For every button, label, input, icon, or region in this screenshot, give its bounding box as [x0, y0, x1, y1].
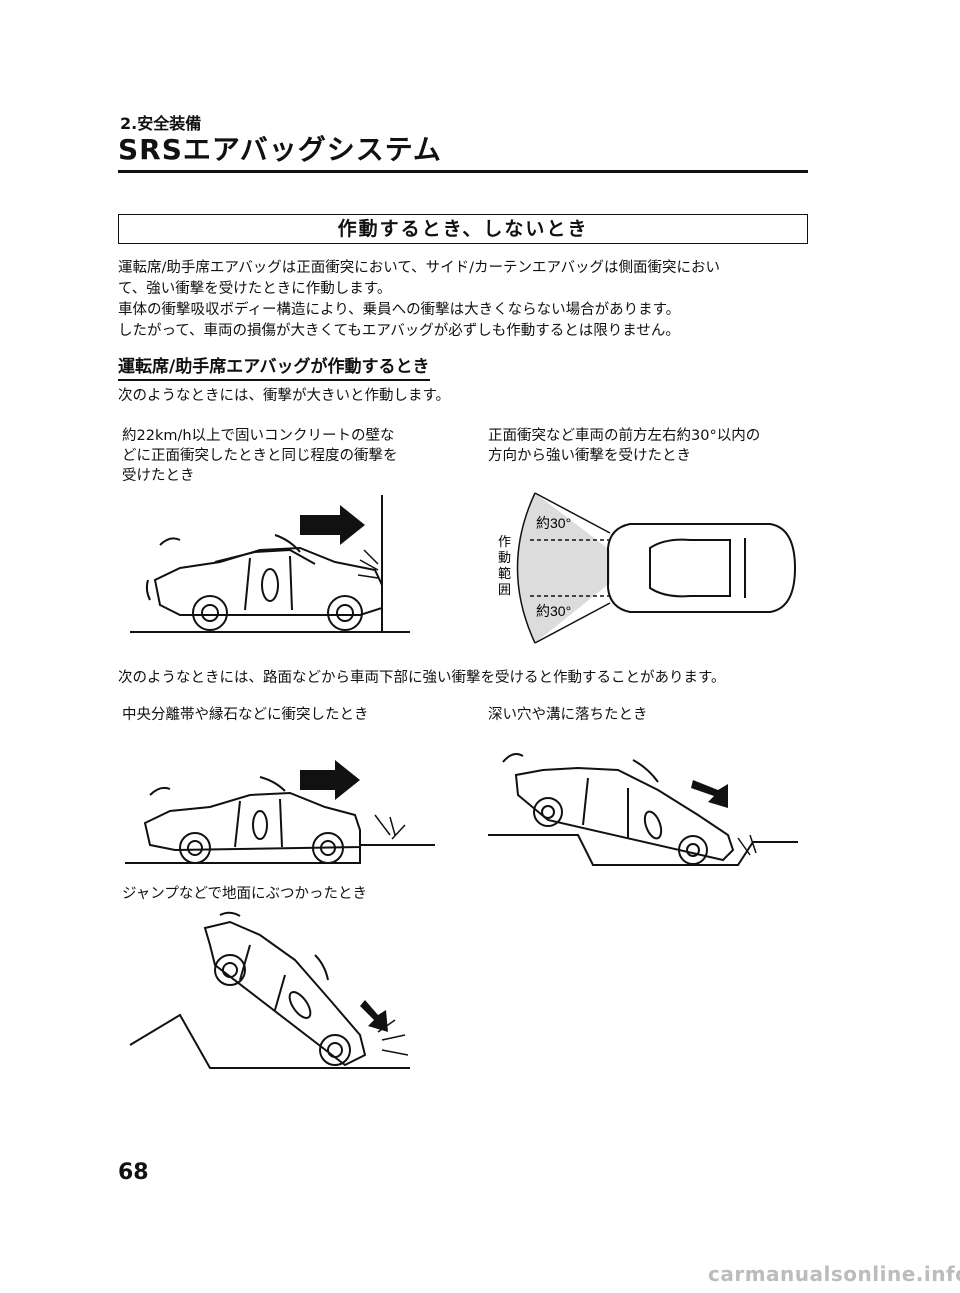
caption-line: 正面衝突など車両の前方左右約30°以内の — [488, 428, 761, 444]
case-median-caption: 中央分離帯や縁石などに衝突したとき — [122, 707, 369, 723]
range-label-char: 囲 — [498, 583, 511, 598]
intro-line: 車体の衝撃吸収ボディー構造により、乗員への衝撃は大きくならない場合があります。 — [118, 302, 681, 318]
jump-landing-illustration — [129, 911, 410, 1069]
section-heading: 作動するとき、しないとき — [118, 214, 808, 244]
curb-collision-illustration — [125, 760, 435, 864]
range-label-char: 作 — [498, 535, 511, 550]
page-title: SRSエアバッグシステム — [118, 133, 442, 166]
subheading: 運転席/助手席エアバッグが作動するとき — [118, 352, 430, 381]
title-rule — [118, 170, 808, 173]
range-label-char: 動 — [498, 551, 511, 566]
caption-line: 方向から強い衝撃を受けたとき — [488, 448, 691, 464]
angle-label-top: 約30° — [536, 515, 571, 531]
case-angle-caption: 正面衝突など車両の前方左右約30°以内の 方向から強い衝撃を受けたとき — [488, 426, 760, 466]
case-wall-caption: 約22km/h以上で固いコンクリートの壁な どに正面衝突したときと同じ程度の衝撃… — [122, 426, 398, 486]
caption-line: 約22km/h以上で固いコンクリートの壁な — [122, 428, 395, 444]
page-number: 68 — [118, 1160, 149, 1185]
caption-line: どに正面衝突したときと同じ程度の衝撃を — [122, 448, 398, 464]
section-label: 2.安全装備 — [120, 114, 202, 133]
intro-line: て、強い衝撃を受けたときに作動します。 — [118, 281, 392, 297]
caption-line: 受けたとき — [122, 468, 195, 484]
range-label-char: 範 — [498, 567, 511, 582]
paragraph-2: 次のようなときには、路面などから車両下部に強い衝撃を受けると作動することがありま… — [118, 670, 726, 686]
angle-label-bottom: 約30° — [536, 603, 571, 619]
intro-line: 運転席/助手席エアバッグは正面衝突において、サイド/カーテンエアバッグは側面衝突… — [118, 260, 720, 276]
intro-line: したがって、車両の損傷が大きくてもエアバッグが必ずしも作動するとは限りません。 — [118, 323, 680, 339]
pit-drop-illustration — [488, 753, 798, 866]
paragraph-1: 次のようなときには、衝撃が大きいと作動します。 — [118, 388, 451, 404]
watermark: carmanualsonline.info — [708, 1262, 960, 1286]
angle-range-illustration: 約30° 約30° 作 動 範 囲 — [498, 492, 797, 644]
wall-collision-illustration — [130, 495, 410, 633]
case-jump-caption: ジャンプなどで地面にぶつかったとき — [122, 886, 368, 902]
intro-text: 運転席/助手席エアバッグは正面衝突において、サイド/カーテンエアバッグは側面衝突… — [118, 258, 818, 342]
case-pit-caption: 深い穴や溝に落ちたとき — [488, 707, 648, 723]
